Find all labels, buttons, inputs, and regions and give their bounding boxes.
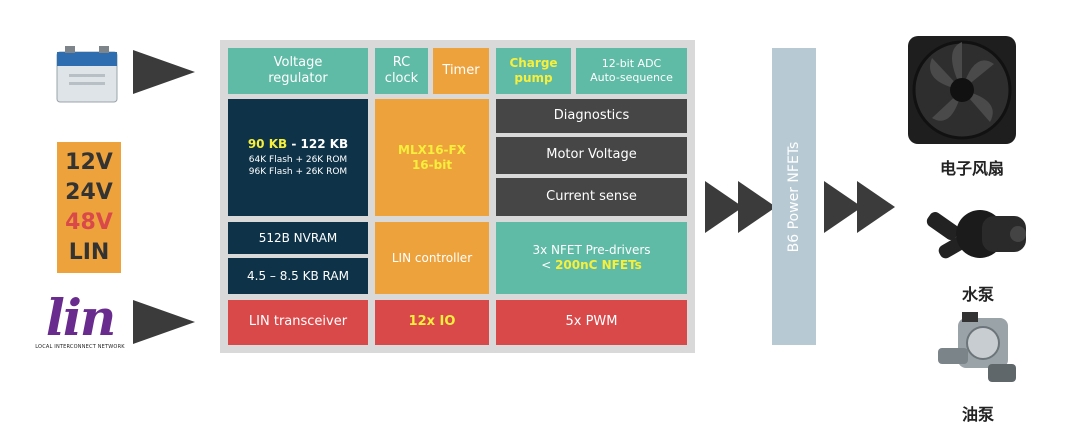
- memory-main-rest: - 122 KB: [287, 137, 349, 152]
- voltage-regulator-block: Voltage regulator: [228, 48, 368, 94]
- predrivers-prefix: <: [541, 258, 556, 272]
- load-label-fan: 电子风扇: [939, 159, 1004, 178]
- lin-logo: lin LOCAL INTERCONNECT NETWORK: [30, 292, 130, 362]
- lin-transceiver-block: LIN transceiver: [228, 300, 368, 345]
- nvram-block: 512B NVRAM: [228, 222, 368, 254]
- memory-line2: 96K Flash + 26K ROM: [248, 166, 348, 177]
- power-nfets-label: B6 Power NFETs: [786, 141, 802, 252]
- predrivers-line1: 3x NFET Pre-drivers: [532, 243, 651, 257]
- load-label-water-pump: 水泵: [961, 285, 994, 304]
- fan-icon: [902, 30, 1022, 150]
- predrivers-block: 3x NFET Pre-drivers < 200nC NFETs: [496, 222, 687, 294]
- motor-voltage-block: Motor Voltage: [496, 137, 687, 174]
- predrivers-highlight: 200nC NFETs: [555, 258, 642, 272]
- charge-pump-block: Charge pump: [496, 48, 571, 94]
- memory-main-highlight: 90 KB: [247, 137, 288, 152]
- memory-block: 90 KB - 122 KB 64K Flash + 26K ROM 96K F…: [228, 99, 368, 216]
- cpu-block: MLX16-FX 16-bit: [375, 99, 489, 216]
- memory-line1: 64K Flash + 26K ROM: [248, 155, 348, 166]
- lin-controller-block: LIN controller: [375, 222, 489, 294]
- rc-clock-block: RC clock: [375, 48, 428, 94]
- diagnostics-block: Diagnostics: [496, 99, 687, 133]
- arrow-chip-nfet-1: [705, 181, 743, 233]
- power-nfets-bar: B6 Power NFETs: [772, 48, 816, 345]
- battery-icon: [55, 44, 119, 104]
- arrow-chip-nfet-2: [738, 181, 776, 233]
- voltage-24v: 24V: [65, 179, 113, 205]
- adc-block: 12-bit ADC Auto-sequence: [576, 48, 687, 94]
- predrivers-line2: < 200nC NFETs: [541, 258, 642, 273]
- pwm-block: 5x PWM: [496, 300, 687, 345]
- arrow-nfet-load-1: [824, 181, 862, 233]
- memory-main: 90 KB - 122 KB: [248, 137, 348, 152]
- voltage-48v: 48V: [65, 209, 113, 235]
- arrow-nfet-load-2: [857, 181, 895, 233]
- arrow-lin: [133, 300, 195, 344]
- load-label-oil-pump: 油泵: [961, 405, 994, 424]
- ram-block: 4.5 – 8.5 KB RAM: [228, 258, 368, 294]
- lin-logo-caption: LOCAL INTERCONNECT NETWORK: [35, 344, 125, 350]
- arrow-battery: [133, 50, 195, 94]
- timer-block: Timer: [433, 48, 489, 94]
- water-pump-icon: [918, 188, 1036, 278]
- io-block: 12x IO: [375, 300, 489, 345]
- current-sense-block: Current sense: [496, 178, 687, 216]
- voltage-lin: LIN: [68, 239, 110, 265]
- voltage-options: 12V 24V 48V LIN: [57, 142, 121, 273]
- lin-logo-text: lin: [45, 288, 116, 347]
- voltage-12v: 12V: [65, 149, 113, 175]
- oil-pump-icon: [928, 308, 1028, 393]
